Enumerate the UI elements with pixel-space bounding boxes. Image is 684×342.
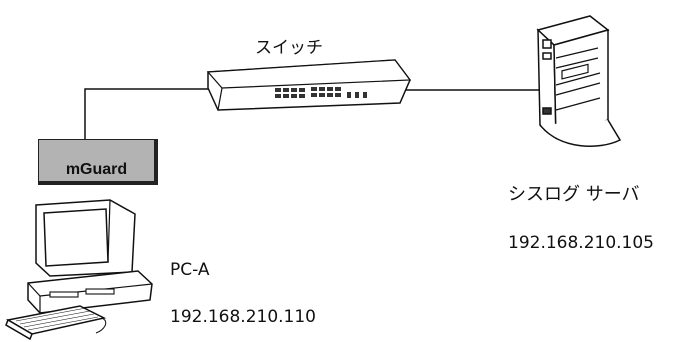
server-name-label: シスログ サーバ <box>508 180 640 206</box>
link-mguard-to-switch <box>85 89 222 139</box>
pc-icon <box>6 200 152 339</box>
switch-label: スイッチ <box>255 33 323 58</box>
server-ip-label: 192.168.210.105 <box>508 233 654 253</box>
pc-name-label: PC-A <box>170 260 210 280</box>
mguard-label: mGuard <box>39 161 154 179</box>
switch-icon <box>208 60 410 110</box>
pc-ip-label: 192.168.210.110 <box>170 307 316 327</box>
server-icon <box>538 16 620 146</box>
mguard-device: mGuard <box>38 139 158 185</box>
